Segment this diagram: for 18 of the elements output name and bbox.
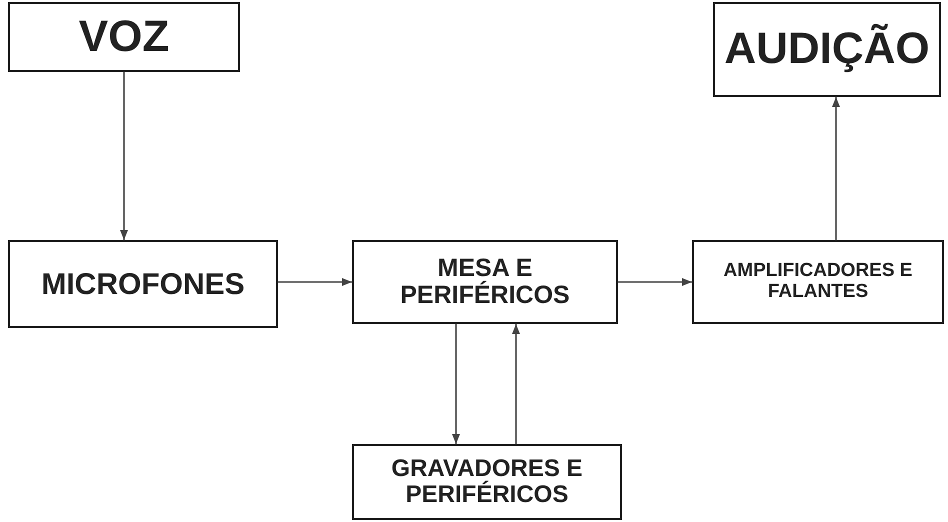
box-label: MESA E PERIFÉRICOS — [399, 254, 571, 310]
box-label: MICROFONES — [41, 268, 245, 300]
process-box — [8, 2, 240, 72]
box-label: VOZ — [78, 12, 170, 62]
arrow — [278, 278, 352, 286]
arrow — [120, 72, 128, 240]
arrow — [512, 324, 520, 444]
process-box — [713, 2, 941, 97]
process-box — [692, 240, 944, 324]
process-box — [8, 240, 278, 328]
box-label: GRAVADORES E PERIFÉRICOS — [390, 456, 584, 508]
arrow — [452, 324, 460, 444]
arrow — [618, 278, 692, 286]
box-label: AMPLIFICADORES E FALANTES — [722, 261, 914, 303]
arrow — [832, 97, 840, 240]
process-box — [352, 444, 622, 520]
process-box — [352, 240, 618, 324]
box-label: AUDIÇÃO — [724, 25, 930, 74]
